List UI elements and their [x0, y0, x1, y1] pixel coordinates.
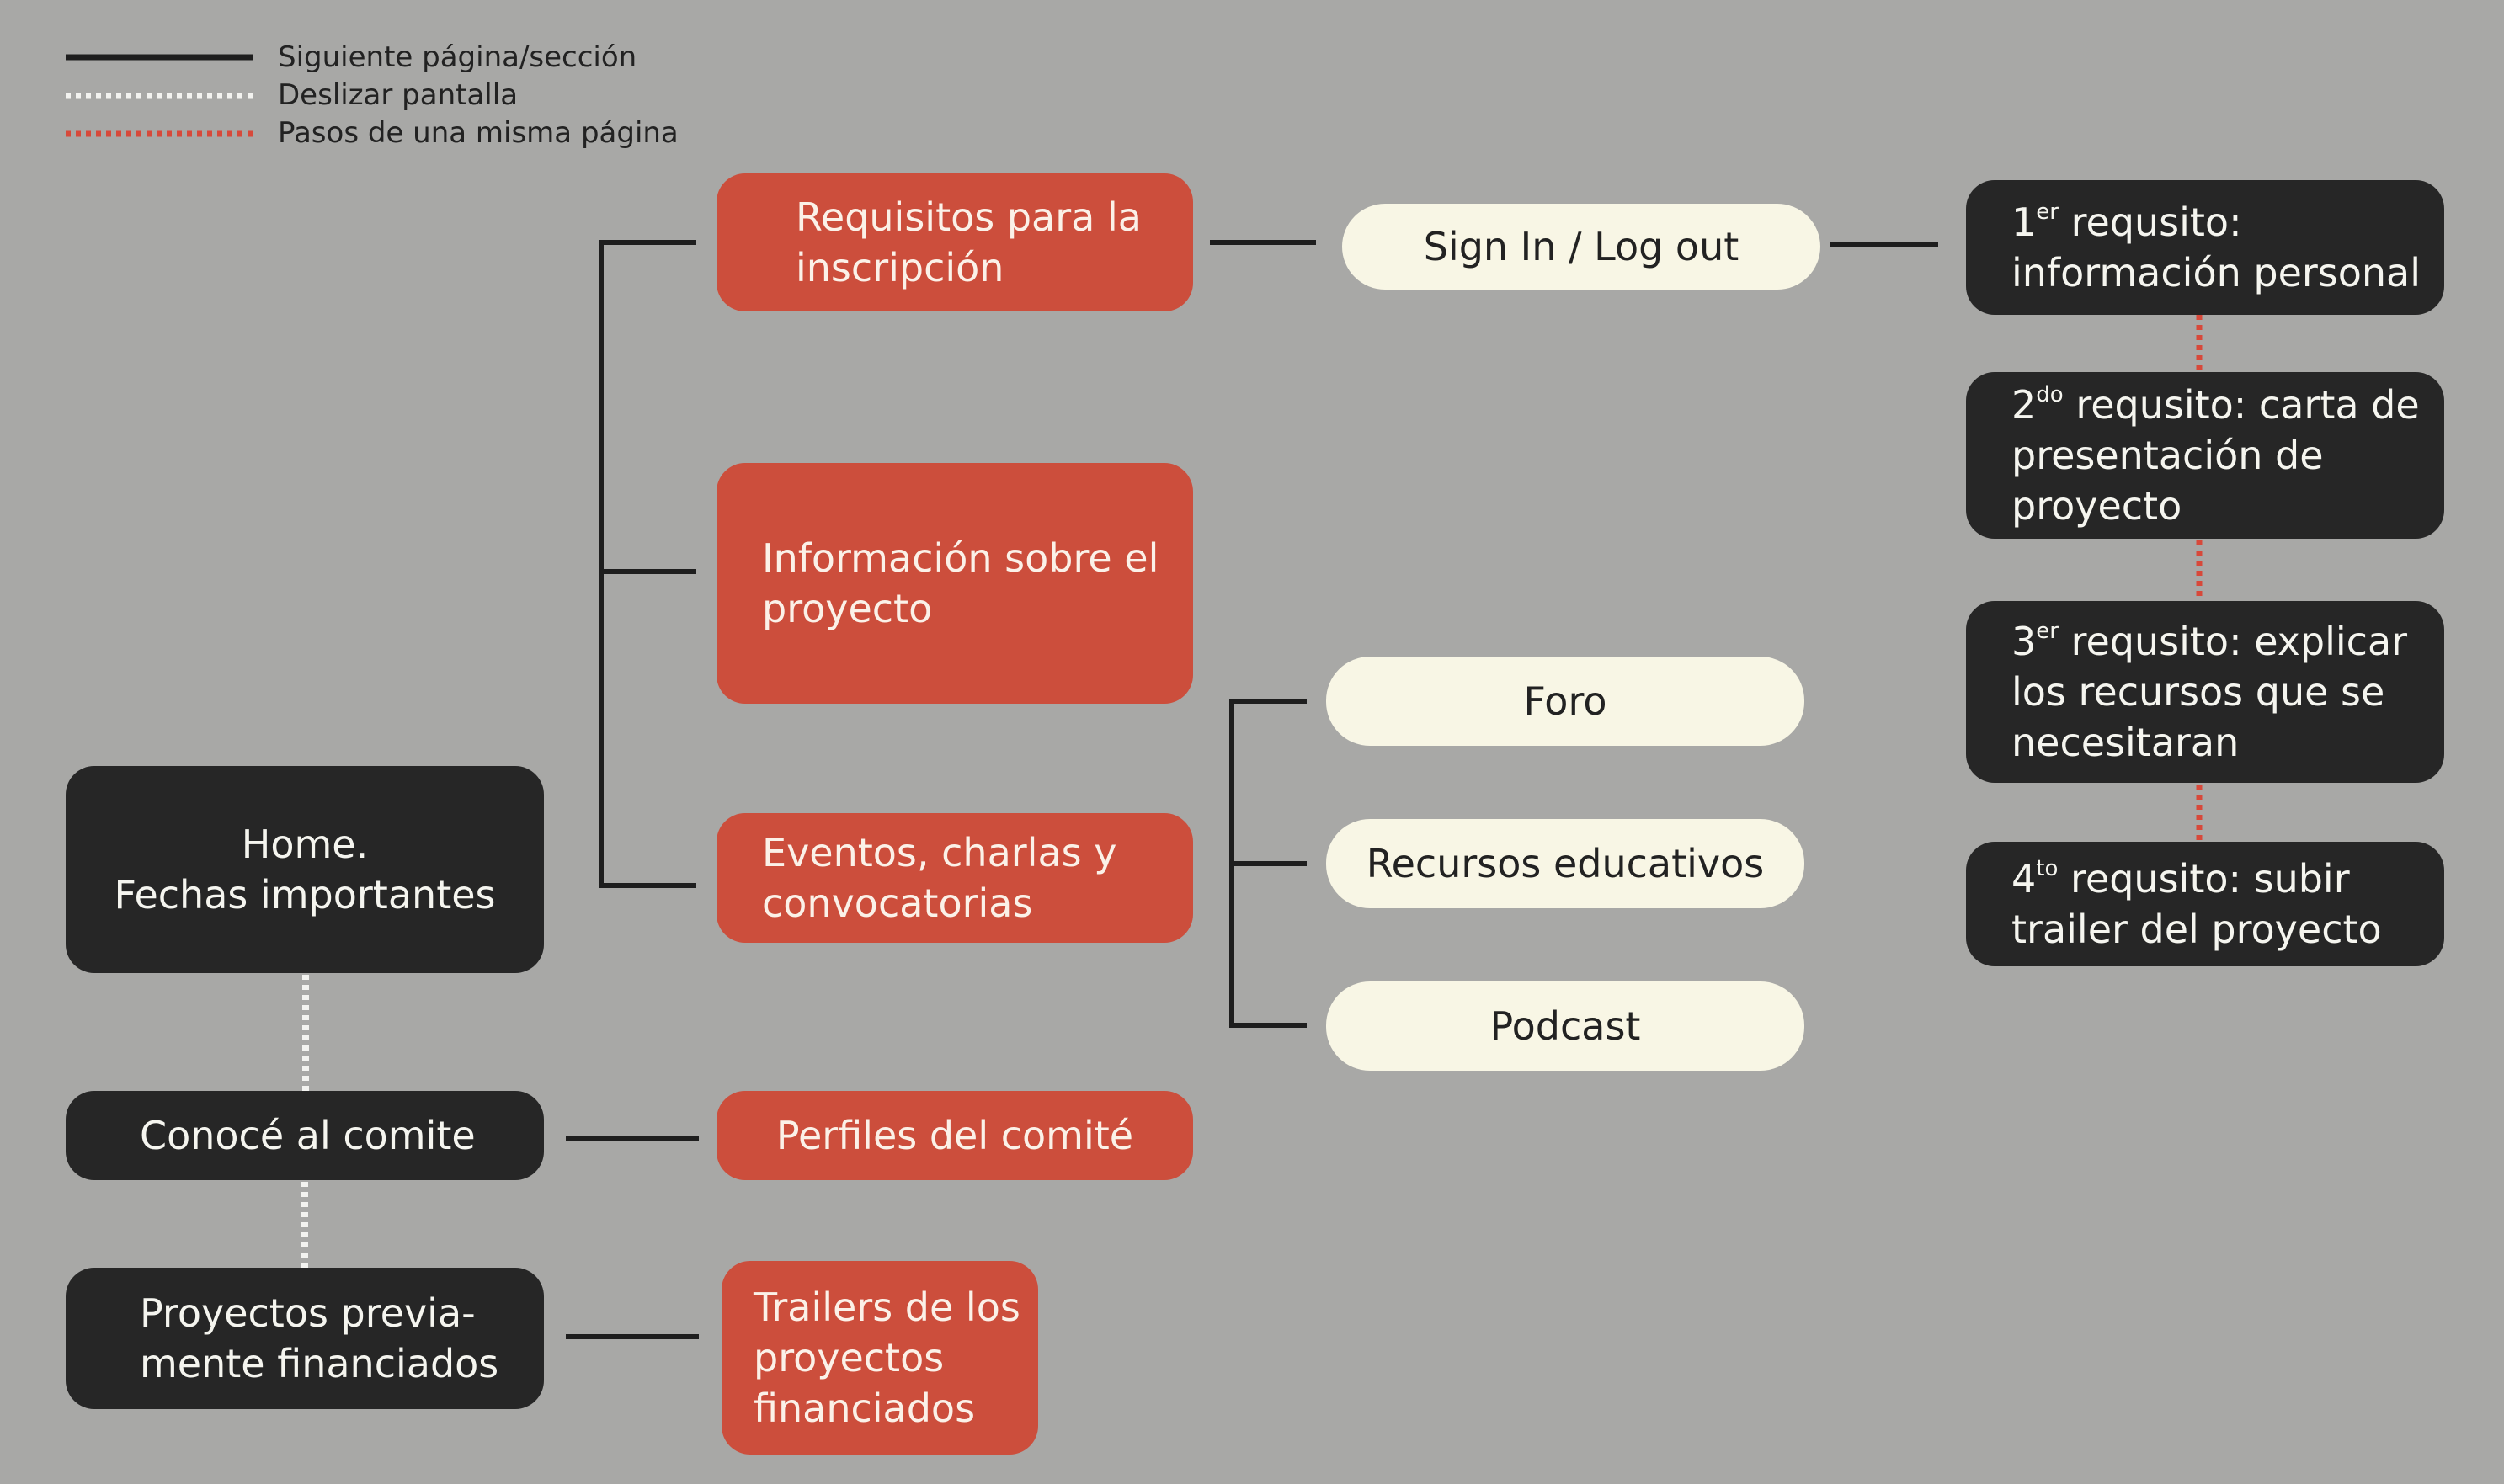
step-1-first: requsito:	[2058, 199, 2242, 245]
bracket-home-sections	[599, 240, 696, 888]
node-perfiles-label: Perfiles del comité	[775, 1113, 1134, 1158]
node-conoce-comite: Conocé al comite	[66, 1091, 544, 1180]
node-signin: Sign In / Log out	[1342, 204, 1820, 290]
node-requisitos: Requisitos para la inscripción	[717, 173, 1193, 311]
node-signin-label: Sign In / Log out	[1423, 224, 1739, 269]
bracket-eventos-subsections	[1229, 699, 1307, 1028]
node-conoce-comite-label: Conocé al comite	[140, 1113, 476, 1158]
node-trailers-label: Trailers de los proyectos financiados	[754, 1285, 1020, 1431]
step-4-rest: trailer del proyecto	[2011, 907, 2382, 952]
step-2-first: requsito: carta de	[2063, 382, 2420, 428]
step-3-rest: los recursos que se necesitaran	[2011, 669, 2385, 765]
step-3-num: 3	[2011, 619, 2037, 664]
node-requisitos-label: Requisitos para la inscripción	[796, 194, 1142, 290]
node-eventos-label: Eventos, charlas y convocatorias	[762, 830, 1117, 926]
step-2-num: 2	[2011, 382, 2037, 428]
step-3-first: requsito: explicar	[2058, 619, 2408, 664]
node-informacion-label: Información sobre el proyecto	[762, 535, 1159, 631]
node-foro-label: Foro	[1523, 678, 1607, 724]
node-step-1: 1er requsito: información personal	[1966, 180, 2444, 315]
step-4-num: 4	[2011, 856, 2037, 902]
node-perfiles: Perfiles del comité	[717, 1091, 1193, 1180]
node-eventos: Eventos, charlas y convocatorias	[717, 813, 1193, 943]
node-home-label: Home. Fechas importantes	[114, 822, 496, 918]
node-step-2: 2do requsito: carta de presentación de p…	[1966, 372, 2444, 539]
node-foro: Foro	[1326, 657, 1804, 746]
node-recursos-educativos-label: Recursos educativos	[1366, 841, 1765, 886]
node-podcast: Podcast	[1326, 981, 1804, 1071]
step-2-rest: presentación de proyecto	[2011, 433, 2324, 529]
node-podcast-label: Podcast	[1489, 1003, 1641, 1049]
node-home: Home. Fechas importantes	[66, 766, 544, 973]
node-informacion: Información sobre el proyecto	[717, 463, 1193, 704]
node-recursos-educativos: Recursos educativos	[1326, 819, 1804, 908]
step-1-rest: información personal	[2011, 250, 2421, 295]
step-2-sup: do	[2036, 381, 2064, 407]
legend-label-steps: Pasos de una misma página	[278, 116, 679, 150]
step-1-sup: er	[2036, 199, 2059, 225]
node-step-3: 3er requsito: explicar los recursos que …	[1966, 601, 2444, 783]
step-1-num: 1	[2011, 199, 2037, 245]
node-step-4: 4to requsito: subir trailer del proyecto	[1966, 842, 2444, 966]
step-4-sup: to	[2036, 855, 2059, 881]
step-3-sup: er	[2036, 618, 2059, 644]
step-4-first: requsito: subir	[2058, 856, 2350, 902]
node-proyectos-previos: Proyectos previa- mente financiados	[66, 1268, 544, 1409]
legend-label-next-page: Siguiente página/sección	[278, 40, 637, 74]
node-proyectos-previos-label: Proyectos previa- mente financiados	[140, 1290, 499, 1386]
legend-label-scroll: Deslizar pantalla	[278, 78, 519, 112]
node-trailers: Trailers de los proyectos financiados	[722, 1261, 1038, 1455]
